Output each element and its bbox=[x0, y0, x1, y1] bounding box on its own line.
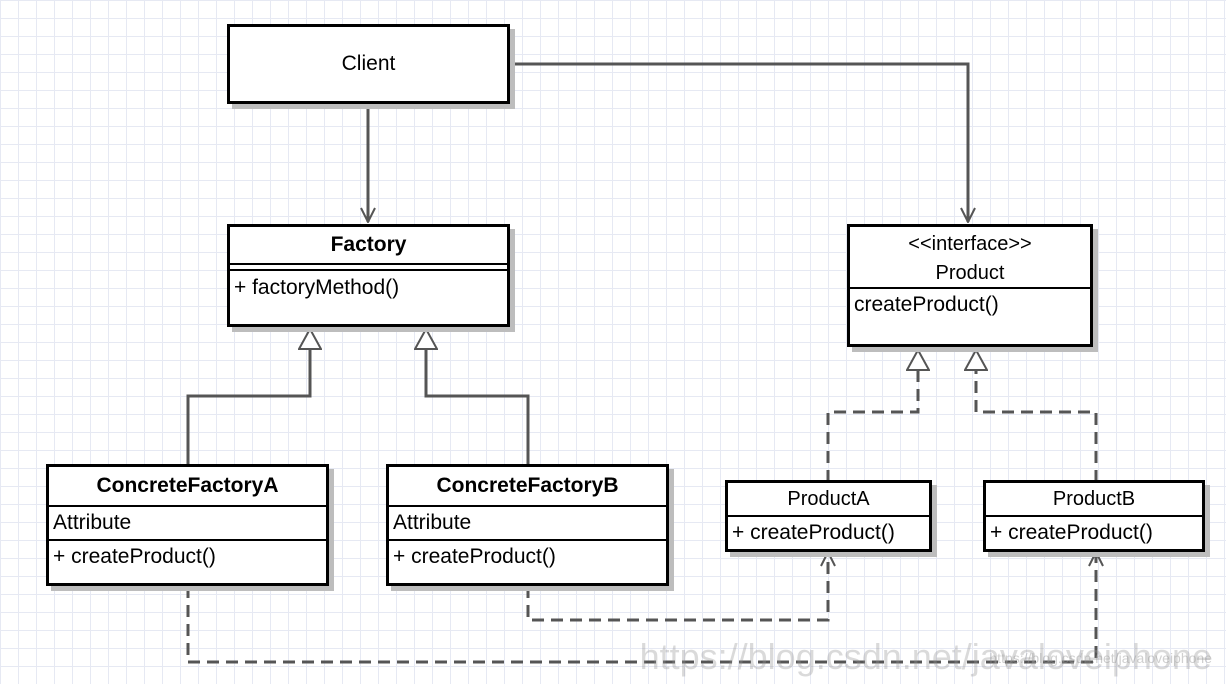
concretefactorya-method: + createProduct() bbox=[49, 539, 326, 573]
factory-method: + factoryMethod() bbox=[230, 269, 507, 305]
watermark-text: https://blog.csdn.net/javaloveiphone bbox=[639, 636, 1212, 677]
concretefactoryb-class-name: ConcreteFactoryB bbox=[436, 474, 619, 497]
concretefactoryb-factory-generalization bbox=[426, 329, 530, 466]
productb-class[interactable]: ProductB + createProduct() bbox=[983, 480, 1205, 552]
watermark-small-text: https://blog.csdn.net/javaloveiphone bbox=[989, 650, 1212, 666]
producta-class-name: ProductA bbox=[787, 488, 870, 510]
factory-attributes-section bbox=[230, 263, 507, 269]
producta-method: + createProduct() bbox=[728, 515, 929, 549]
concretefactorya-productb-dependency bbox=[186, 552, 1096, 664]
factory-class-name: Factory bbox=[330, 233, 407, 256]
product-stereotype: <<interface>> bbox=[908, 233, 1032, 255]
productb-method: + createProduct() bbox=[986, 515, 1202, 549]
client-class-name: Client bbox=[341, 52, 396, 75]
client-product-association bbox=[510, 62, 968, 222]
producta-product-realization bbox=[826, 350, 918, 482]
concretefactoryb-attribute: Attribute bbox=[389, 505, 666, 539]
concretefactorya-class[interactable]: ConcreteFactoryA Attribute + createProdu… bbox=[46, 464, 329, 586]
productb-class-name: ProductB bbox=[1052, 488, 1136, 510]
concretefactorya-attribute: Attribute bbox=[49, 505, 326, 539]
concretefactoryb-method: + createProduct() bbox=[389, 539, 666, 573]
product-method: createProduct() bbox=[850, 287, 1090, 321]
factory-class[interactable]: Factory + factoryMethod() bbox=[227, 224, 510, 327]
concretefactorya-class-name: ConcreteFactoryA bbox=[96, 474, 279, 497]
productb-product-realization bbox=[976, 350, 1098, 482]
product-interface-name: Product bbox=[935, 262, 1005, 284]
concretefactorya-factory-generalization bbox=[186, 329, 310, 466]
product-interface[interactable]: <<interface>> Product createProduct() bbox=[847, 224, 1093, 347]
concretefactoryb-class[interactable]: ConcreteFactoryB Attribute + createProdu… bbox=[386, 464, 669, 586]
producta-class[interactable]: ProductA + createProduct() bbox=[725, 480, 932, 552]
concretefactoryb-producta-dependency bbox=[526, 552, 828, 622]
client-class[interactable]: Client bbox=[227, 24, 510, 104]
